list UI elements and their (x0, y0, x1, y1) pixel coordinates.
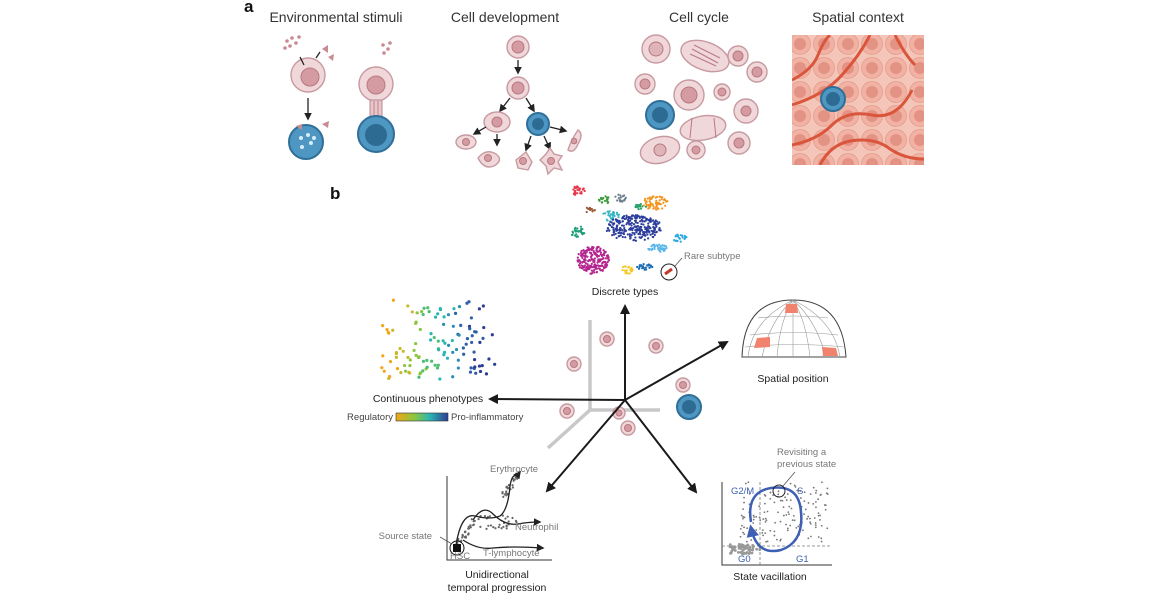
cell-cycle-illustration (634, 34, 768, 165)
scale-high-label: Pro-inflammatory (451, 412, 524, 423)
panel-a-label: a (244, 0, 254, 16)
discrete-types-title: Discrete types (592, 286, 659, 298)
arrow-vacillation (624, 399, 698, 494)
g1-label: G1 (796, 554, 809, 565)
spatial-position-dome (741, 299, 847, 358)
title-spatial-context: Spatial context (812, 9, 904, 25)
discrete-types-clusters (570, 185, 688, 275)
hsc-label: HSC (450, 551, 470, 562)
temporal-title-line1: Unidirectional (465, 569, 529, 581)
temporal-progression-plot (439, 470, 552, 561)
background-axes (546, 320, 660, 450)
panel-b-label: b (330, 184, 340, 203)
temporal-title-line2: temporal progression (448, 582, 547, 594)
rare-subtype-marker (660, 263, 678, 281)
continuous-phenotypes-title: Continuous phenotypes (373, 393, 483, 405)
title-cell-development: Cell development (451, 9, 559, 25)
spatial-context-illustration (792, 35, 924, 165)
main-arrows (488, 304, 729, 494)
spatial-position-title: Spatial position (757, 373, 828, 385)
rare-subtype-label: Rare subtype (684, 251, 741, 262)
neutrophil-label: Neutrophil (515, 522, 558, 533)
arrow-temporal (545, 399, 626, 493)
rare-subtype-cells (664, 267, 673, 276)
title-environmental-stimuli: Environmental stimuli (269, 9, 402, 25)
revisiting-label-line2: previous state (777, 459, 836, 470)
environmental-stimuli-illustration (283, 35, 395, 160)
g2m-label: G2/M (731, 486, 754, 497)
continuous-phenotypes-scatter (380, 298, 497, 381)
source-state-label: Source state (379, 531, 432, 542)
state-vacillation-title: State vacillation (733, 571, 807, 583)
erythrocyte-label: Erythrocyte (490, 464, 538, 475)
title-cell-cycle: Cell cycle (669, 9, 729, 25)
arrow-spatial (624, 341, 729, 401)
cell-development-illustration (455, 35, 582, 176)
arrow-continuous (488, 394, 626, 405)
g0-label: G0 (738, 554, 751, 565)
revisiting-label-line1: Revisiting a (777, 447, 827, 458)
scale-low-label: Regulatory (347, 412, 393, 423)
t-lymphocyte-label: T-lymphocyte (483, 548, 540, 559)
phenotype-color-scale (395, 412, 449, 422)
s-label: S (797, 486, 803, 497)
rare-subtype-leader (674, 257, 683, 267)
state-vacillation-plot (721, 471, 832, 566)
